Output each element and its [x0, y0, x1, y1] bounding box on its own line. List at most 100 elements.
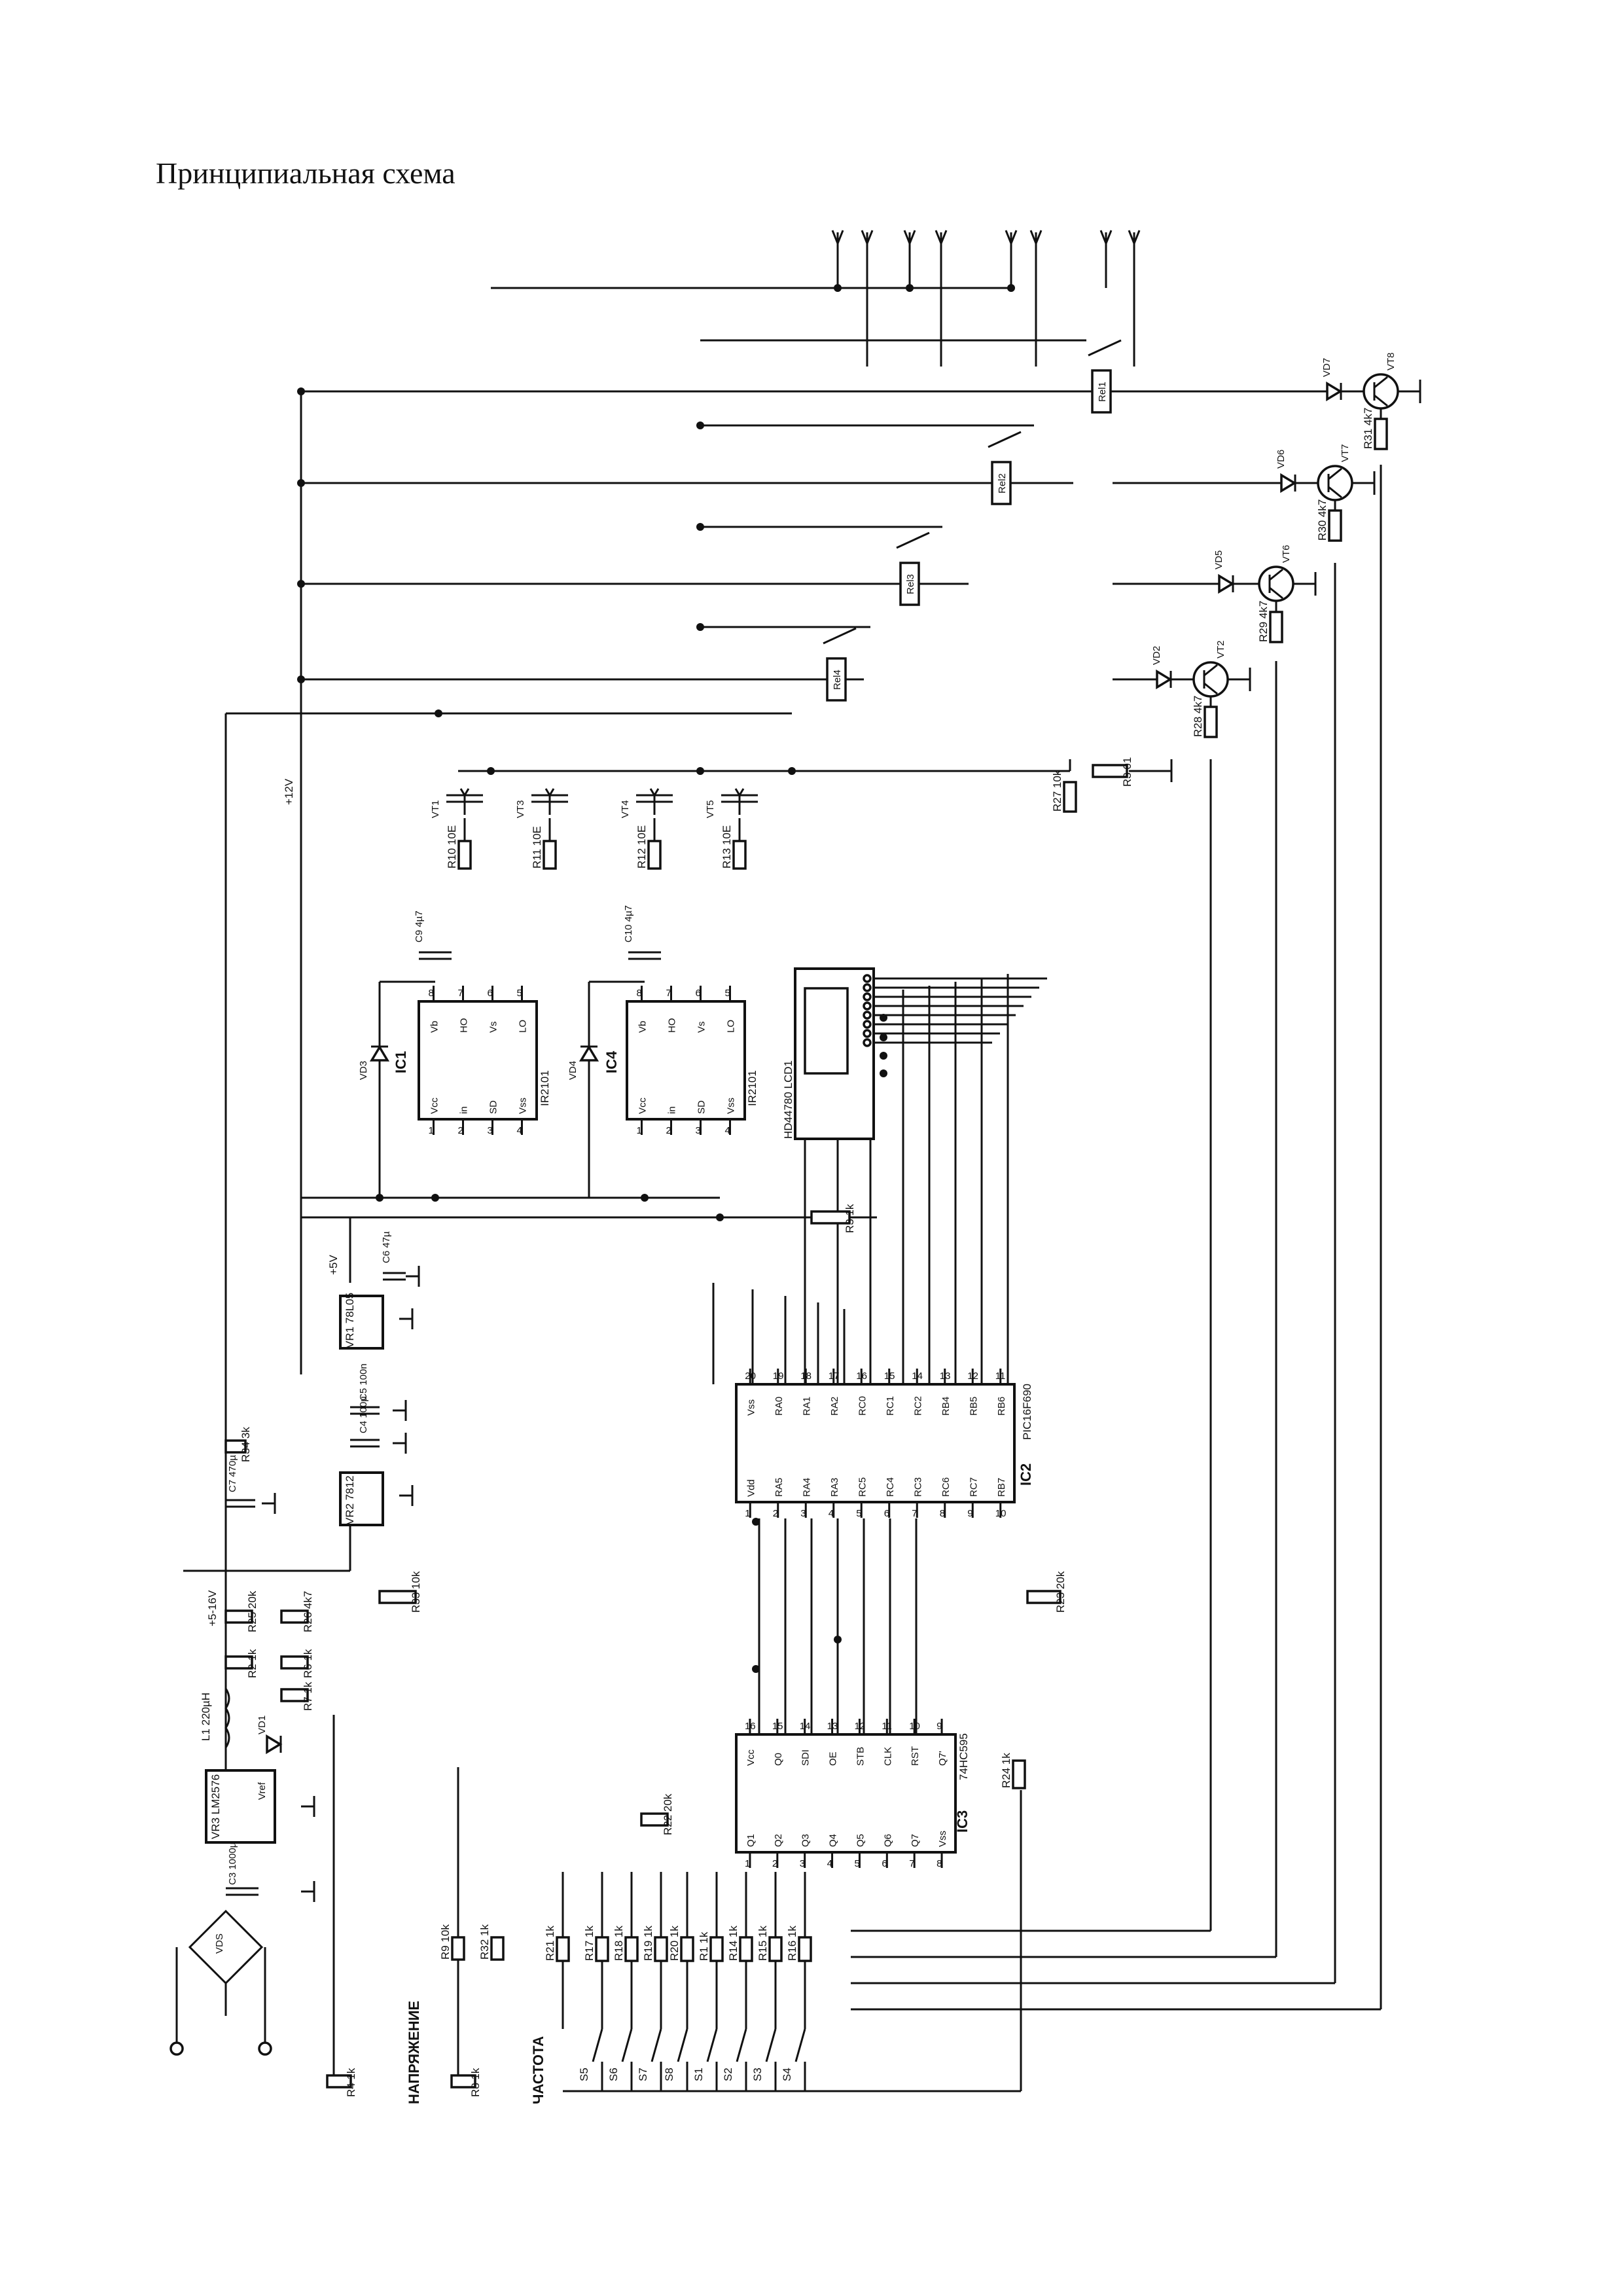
pin-name: RA0: [774, 1397, 785, 1416]
relay-contact: [823, 627, 857, 645]
resistor-input-label: R21 1k: [544, 1926, 556, 1961]
transistor-vt6-leads: [1268, 568, 1283, 600]
pin-name: RST: [910, 1746, 921, 1766]
transistor-vt8-leads: [1373, 376, 1388, 407]
pin-name: Q1: [745, 1834, 757, 1847]
pin-number: 8: [936, 1858, 942, 1869]
resistor-base-label: R29 4k7: [1257, 601, 1270, 642]
pin-name: HO: [667, 1018, 678, 1033]
capacitor-label: C6 47µ: [381, 1231, 392, 1263]
pin-name: LO: [726, 1020, 737, 1033]
ic-ic3: [735, 1733, 957, 1854]
pin-number: 19: [773, 1371, 784, 1382]
ic3-ref: IC3: [954, 1810, 971, 1833]
regulator-vr2: [339, 1471, 384, 1526]
ic-ic4-body: [626, 1000, 746, 1121]
capacitor-c9: [419, 951, 452, 960]
resistor-input: [768, 1936, 783, 1962]
ic-ic3-body: [735, 1733, 957, 1854]
output-terminal: [1099, 230, 1113, 247]
pin-number: 14: [912, 1371, 923, 1382]
regulator-vr1-label: VR1 78L05: [344, 1293, 356, 1348]
pin-name: SD: [696, 1100, 707, 1114]
capacitor-c3: [226, 1887, 259, 1896]
capacitor-c7: [226, 1499, 255, 1508]
pin-name: in: [459, 1106, 470, 1114]
pin-number: 2: [773, 1508, 778, 1519]
diode-vd3: [369, 1045, 390, 1062]
pin-name: SD: [488, 1100, 499, 1114]
resistor-shunt-label: R3 01: [1121, 757, 1133, 787]
resistor-input: [556, 1936, 570, 1962]
resistor-contrast: [810, 1210, 851, 1225]
pin-name: Q4: [828, 1834, 839, 1847]
diode-label: VD1: [257, 1715, 268, 1734]
pin-name: RC1: [885, 1396, 896, 1416]
pin-number: 11: [995, 1371, 1006, 1382]
resistor-input-label: R20 1k: [668, 1926, 681, 1961]
ic2-part: PIC16F690: [1021, 1384, 1033, 1440]
resistor-r27: [1063, 781, 1077, 813]
regulator-vr2-label: VR2 7812: [344, 1475, 356, 1525]
resistor-input-label: R14 1k: [727, 1926, 740, 1961]
transistor-vt8: [1363, 373, 1399, 410]
pin-number: 11: [882, 1721, 892, 1732]
resistor-gate-label: R12 10E: [635, 825, 648, 869]
resistor-r9-label: R9 10k: [439, 1924, 452, 1960]
input-terminal: [169, 2041, 184, 2056]
inductor-label: L1 220µH: [200, 1693, 212, 1741]
resistor-gate: [457, 840, 472, 870]
pin-number: 4: [725, 1125, 730, 1136]
pin-number: 5: [517, 988, 522, 999]
resistor-base: [1204, 706, 1218, 738]
pin-name: SDI: [800, 1749, 812, 1766]
pin-number: 10: [995, 1508, 1007, 1519]
ic1-part: IR2101: [539, 1070, 551, 1106]
capacitor-label: C3 1000µ: [227, 1842, 238, 1885]
resistor-r23: [1026, 1590, 1061, 1604]
resistor-gate-label: R10 10E: [446, 825, 458, 869]
resistor-r6: [280, 1655, 309, 1670]
mosfet-vt1: [446, 794, 483, 815]
pin-number: 7: [666, 988, 671, 999]
output-terminal: [831, 230, 844, 247]
pin-name: Q0: [773, 1753, 784, 1766]
mosfet-label: VT3: [515, 800, 526, 818]
pin-number: 8: [637, 988, 642, 999]
relay-rel1-label: Rel1: [1097, 382, 1108, 402]
resistor-gate: [543, 840, 557, 870]
pin-number: 7: [909, 1858, 914, 1869]
switch-s2: [736, 2028, 747, 2062]
pin-number: 2: [772, 1858, 777, 1869]
output-terminal: [1128, 230, 1141, 247]
relay-rel3-label: Rel3: [905, 574, 916, 594]
pin-number: 4: [517, 1125, 522, 1136]
mosfet-vt3: [531, 794, 568, 815]
transistor-label: VT6: [1281, 545, 1292, 563]
diode-bridge-label: VDS: [214, 1933, 225, 1954]
transistor-label: VT7: [1340, 444, 1351, 462]
regulator-vr3: [205, 1769, 276, 1844]
diode-vd4: [579, 1045, 599, 1062]
diode-label: VD4: [567, 1061, 579, 1080]
mosfet-vt3-arrow: [544, 788, 555, 797]
wires: [175, 230, 1421, 2092]
switch-label: S1: [692, 2068, 705, 2081]
capacitor-label: C5 100n: [358, 1363, 369, 1401]
junction-dot: [376, 1194, 383, 1202]
lcd-pin: [863, 974, 872, 983]
mosfet-vt4: [636, 794, 673, 815]
pin-number: 13: [940, 1371, 951, 1382]
switch-label: S8: [663, 2068, 675, 2081]
resistor-r27-label: R27 10k: [1051, 770, 1063, 812]
output-terminal: [1005, 230, 1018, 247]
pin-name: in: [667, 1106, 678, 1114]
switch-label: S2: [722, 2068, 734, 2081]
ic2-ref: IC2: [1018, 1463, 1034, 1486]
pin-number: 6: [882, 1858, 887, 1869]
junction-dot: [696, 623, 704, 631]
output-terminal: [1029, 230, 1043, 247]
transistor-vt7: [1317, 465, 1353, 501]
pin-name: Vss: [518, 1098, 529, 1114]
